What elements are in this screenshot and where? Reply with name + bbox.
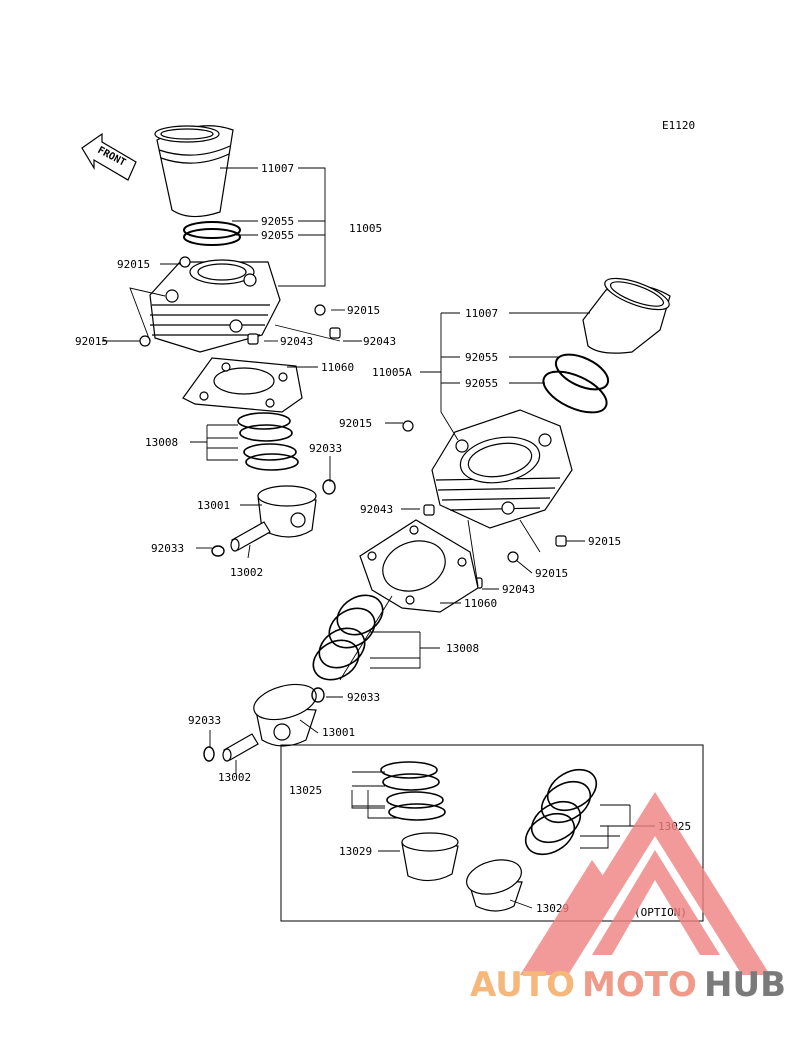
label-11007-a: 11007 <box>261 162 294 175</box>
piston-right <box>253 683 317 747</box>
o-rings-left <box>183 221 241 246</box>
piston-rings-left <box>237 412 299 471</box>
watermark-hub: HUB <box>704 965 786 1005</box>
label-92015-b2: 92015 <box>588 535 621 548</box>
leader-lines-option <box>351 771 655 909</box>
label-11005: 11005 <box>349 222 382 235</box>
automotohub-logo-icon <box>520 792 770 975</box>
option-box <box>280 744 704 922</box>
head-gasket-right <box>359 519 479 613</box>
label-92015-b3: 92015 <box>535 567 568 580</box>
label-13029-a: 13029 <box>339 845 372 858</box>
leader-lines-right <box>209 312 590 774</box>
leader-lines-left <box>102 167 362 559</box>
label-13001-b: 13001 <box>322 726 355 739</box>
label-92033-b2: 92033 <box>188 714 221 727</box>
piston-left <box>257 485 317 538</box>
label-92033-a1: 92033 <box>309 442 342 455</box>
label-11060-a: 11060 <box>321 361 354 374</box>
piston-pin-left <box>230 521 271 552</box>
label-13001-a: 13001 <box>197 499 230 512</box>
label-13002-b: 13002 <box>218 771 251 784</box>
cylinder-sleeve-right <box>582 277 671 354</box>
label-11005a: 11005A <box>372 366 412 379</box>
cylinder-sleeve-left <box>154 125 234 218</box>
watermark-auto: AUTO <box>470 965 575 1005</box>
label-92033-b1: 92033 <box>347 691 380 704</box>
label-92055-a1: 92055 <box>261 215 294 228</box>
front-arrow-icon: FRONT <box>81 132 137 181</box>
label-13008-a: 13008 <box>145 436 178 449</box>
option-piston-left <box>401 832 459 882</box>
piston-pin-right <box>222 733 259 762</box>
label-92043-b1: 92043 <box>360 503 393 516</box>
option-rings-right <box>524 768 598 856</box>
label-13008-b: 13008 <box>446 642 479 655</box>
label-13002-a: 13002 <box>230 566 263 579</box>
label-92043-a2: 92043 <box>363 335 396 348</box>
head-gasket-left <box>182 357 303 413</box>
circlips-right <box>203 687 325 762</box>
label-92015-a2: 92015 <box>347 304 380 317</box>
piston-rings-right <box>312 594 384 681</box>
label-92033-a2: 92033 <box>151 542 184 555</box>
label-11060-b: 11060 <box>464 597 497 610</box>
label-92043-a1: 92043 <box>280 335 313 348</box>
label-92055-b1: 92055 <box>465 351 498 364</box>
label-92055-a2: 92055 <box>261 229 294 242</box>
label-11007-b: 11007 <box>465 307 498 320</box>
label-92015-a1: 92015 <box>117 258 150 271</box>
diagram-code: E1120 <box>662 119 695 132</box>
option-piston-right <box>466 859 523 912</box>
label-13025-a: 13025 <box>289 784 322 797</box>
label-92055-b2: 92055 <box>465 377 498 390</box>
cylinder-block-right <box>431 409 573 529</box>
watermark-moto: MOTO <box>582 965 697 1005</box>
circlips-left <box>211 479 336 557</box>
o-rings-right <box>542 353 610 414</box>
label-92015-b1: 92015 <box>339 417 372 430</box>
option-rings-left <box>380 761 446 821</box>
label-92043-b2: 92043 <box>502 583 535 596</box>
cylinder-block-left <box>149 259 281 353</box>
label-92015-a3: 92015 <box>75 335 108 348</box>
